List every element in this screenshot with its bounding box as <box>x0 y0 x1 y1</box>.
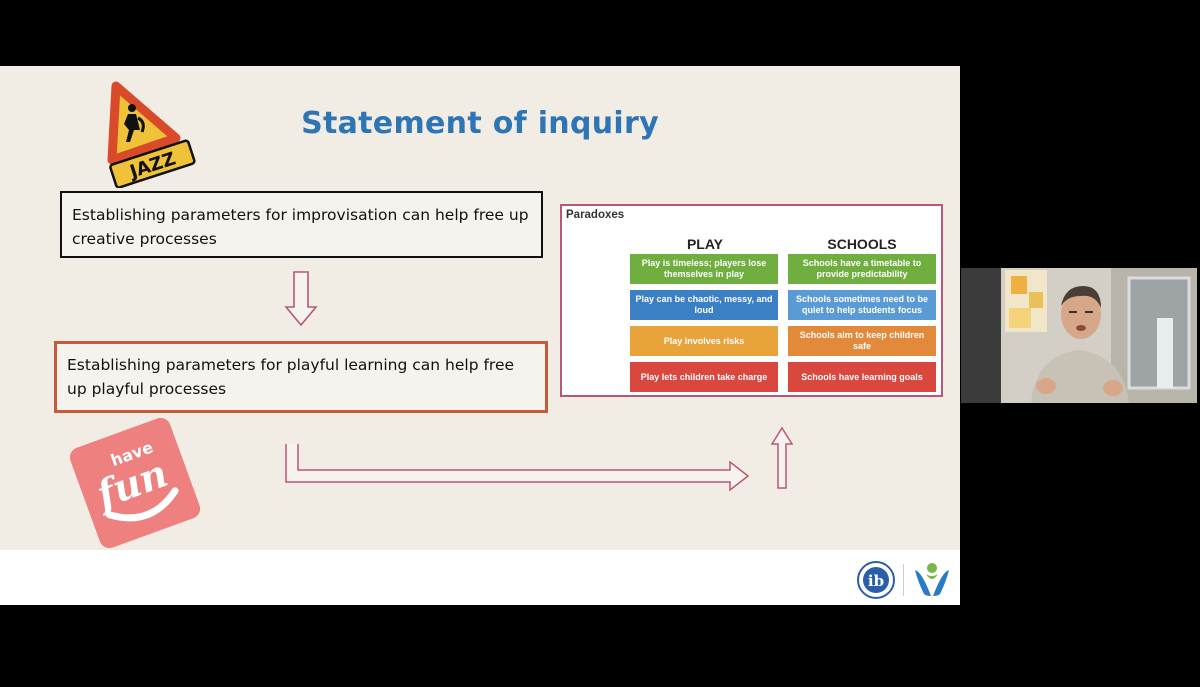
slide-title: Statement of inquiry <box>301 106 659 141</box>
footer-divider <box>903 564 904 596</box>
schools-cell-learning-goals: Schools have learning goals <box>788 362 936 392</box>
presentation-slide: JAZZ Statement of inquiry Establishing p… <box>0 66 960 605</box>
schools-cell-quiet: Schools sometimes need to be quiet to he… <box>788 290 936 320</box>
column-header-schools: SCHOOLS <box>827 236 897 252</box>
down-arrow-icon <box>284 271 318 327</box>
ib-logo-icon: ib <box>857 561 895 599</box>
up-arrow-icon <box>770 426 794 489</box>
schools-cell-safe: Schools aim to keep children safe <box>788 326 936 356</box>
right-arrow-icon <box>285 444 750 492</box>
improvisation-statement-box: Establishing parameters for improvisatio… <box>60 191 543 258</box>
ib-pyp-logo-icon <box>915 563 949 596</box>
play-cell-take-charge: Play lets children take charge <box>630 362 778 392</box>
column-header-play: PLAY <box>686 236 724 252</box>
presenter-webcam-video[interactable] <box>961 268 1197 403</box>
have-fun-logo-icon: have fun <box>70 418 200 548</box>
svg-text:ib: ib <box>868 572 884 590</box>
paradoxes-title: Paradoxes <box>566 209 625 221</box>
play-cell-risks: Play involves risks <box>630 326 778 356</box>
presenter-video-frame <box>961 268 1197 403</box>
schools-cell-timetable: Schools have a timetable to provide pred… <box>788 254 936 284</box>
jazz-sign-icon: JAZZ <box>107 81 196 188</box>
playful-learning-statement-box: Establishing parameters for playful lear… <box>54 341 548 413</box>
paradoxes-panel: Paradoxes PLAY SCHOOLS Play is timeless;… <box>560 204 943 397</box>
play-cell-chaotic: Play can be chaotic, messy, and loud <box>630 290 778 320</box>
play-cell-timeless: Play is timeless; players lose themselve… <box>630 254 778 284</box>
slide-footer <box>0 550 960 605</box>
